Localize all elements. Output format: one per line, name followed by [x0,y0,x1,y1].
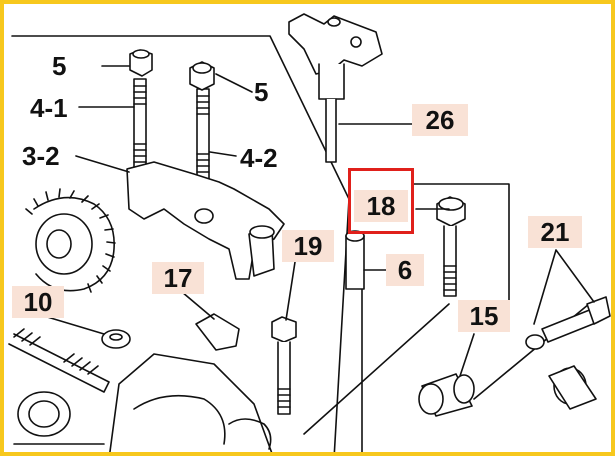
woodruff-key-17 [195,313,240,351]
part-label-17: 17 [152,262,204,294]
part-label-10: 10 [12,286,64,318]
part-label-4-1: 4-1 [30,93,68,123]
part-label-5-left: 5 [52,51,67,81]
bolt-21 [525,296,611,350]
leader-line [209,151,237,157]
pin-6 [345,230,365,290]
reference-line [413,183,510,305]
highlight-box [348,168,414,234]
bolt-19 [271,316,297,415]
exploded-view-drawing [8,13,611,452]
part-label-4-2: 4-2 [240,143,278,173]
long-stud [8,328,110,393]
washer-10 [101,329,131,349]
leader-line [285,261,296,321]
leader-line [181,291,215,320]
part-label-18: 18 [354,190,408,222]
bolt-18 [436,196,466,297]
housing [13,353,273,452]
part-label-19: 19 [282,230,334,262]
part-label-6: 6 [386,254,424,286]
leader-line [533,249,595,325]
part-label-15: 15 [458,300,510,332]
leader-line [215,73,253,93]
part-label-21: 21 [528,216,582,248]
stud-4-1 [129,49,153,170]
reference-line [11,35,350,200]
bushing-15 [418,373,475,417]
timing-gear [25,188,116,293]
bushing-right [548,365,597,410]
bracket-3-2 [126,161,285,280]
rocker-lever [288,13,383,163]
leader-line [75,155,130,173]
part-label-26: 26 [412,104,468,136]
reference-line [303,303,450,435]
leader-line [43,315,105,335]
leader-line [459,333,475,377]
part-label-3-2: 3-2 [22,141,60,171]
stud-4-2 [189,61,215,180]
part-label-5-right: 5 [254,77,269,107]
